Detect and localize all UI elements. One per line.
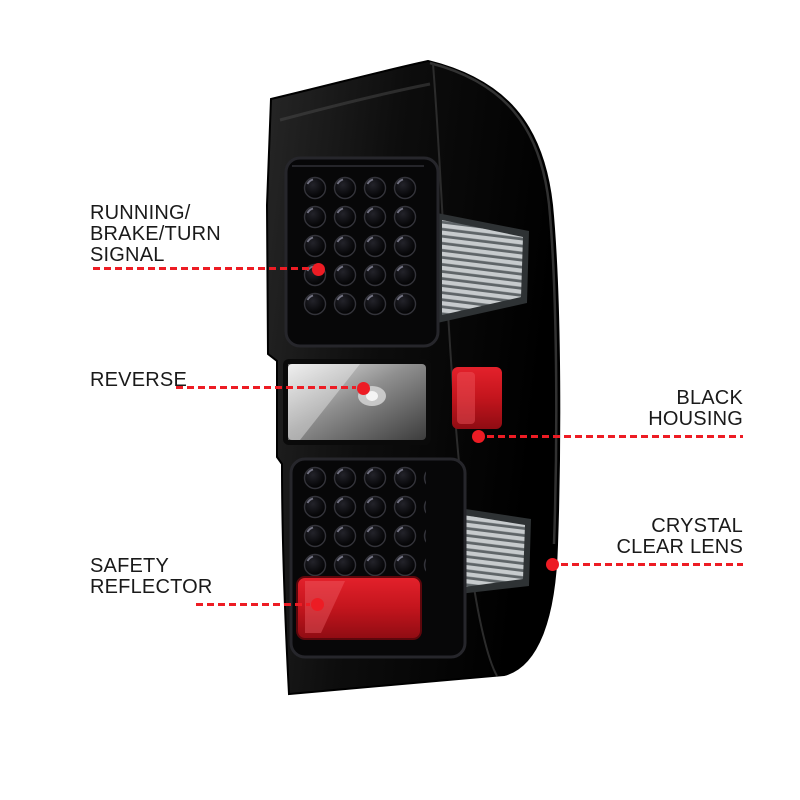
callout-label-crystal-clear-lens: CRYSTAL CLEAR LENS: [617, 516, 744, 558]
leader-dot-reverse: [357, 382, 370, 395]
reverse-lens: [283, 359, 431, 445]
housing-top-highlight: [279, 82, 431, 122]
leader-line-safety-reflector: [196, 603, 310, 606]
callout-label-safety-reflector: SAFETY REFLECTOR: [90, 556, 213, 598]
leader-dot-safety-reflector: [311, 598, 324, 611]
callout-label-black-housing: BLACK HOUSING: [648, 388, 743, 430]
leader-dot-black-housing: [472, 430, 485, 443]
callout-label-running-brake-turn-signal: RUNNING/ BRAKE/TURN SIGNAL: [90, 203, 221, 266]
callout-line-text: REFLECTOR: [90, 576, 213, 598]
side-red-reflector: [452, 367, 502, 429]
leader-dot-crystal-clear-lens: [546, 558, 559, 571]
leader-dot-running-brake-turn-signal: [312, 263, 325, 276]
leader-line-running-brake-turn-signal: [93, 267, 311, 270]
callout-line-text: REVERSE: [90, 369, 187, 391]
leader-line-crystal-clear-lens: [561, 563, 743, 566]
callout-line-text: HOUSING: [648, 408, 743, 430]
led-array-top: [284, 156, 440, 348]
callout-line-text: CRYSTAL: [651, 515, 743, 537]
rib-band-lower: [459, 508, 531, 594]
callout-label-reverse: REVERSE: [90, 370, 187, 391]
callout-line-text: SIGNAL: [90, 244, 165, 266]
safety-reflector: [296, 576, 422, 640]
rib-band-upper: [437, 213, 529, 323]
leader-line-reverse: [176, 386, 356, 389]
callout-line-text: BRAKE/TURN: [90, 223, 221, 245]
housing-edge-highlight: [429, 61, 558, 545]
lens-seam: [432, 63, 498, 677]
callout-line-text: BLACK: [676, 387, 743, 409]
callout-line-text: CLEAR LENS: [616, 536, 743, 558]
leader-line-black-housing: [487, 435, 743, 438]
callout-line-text: SAFETY: [90, 555, 169, 577]
callout-line-text: RUNNING/: [90, 202, 191, 224]
